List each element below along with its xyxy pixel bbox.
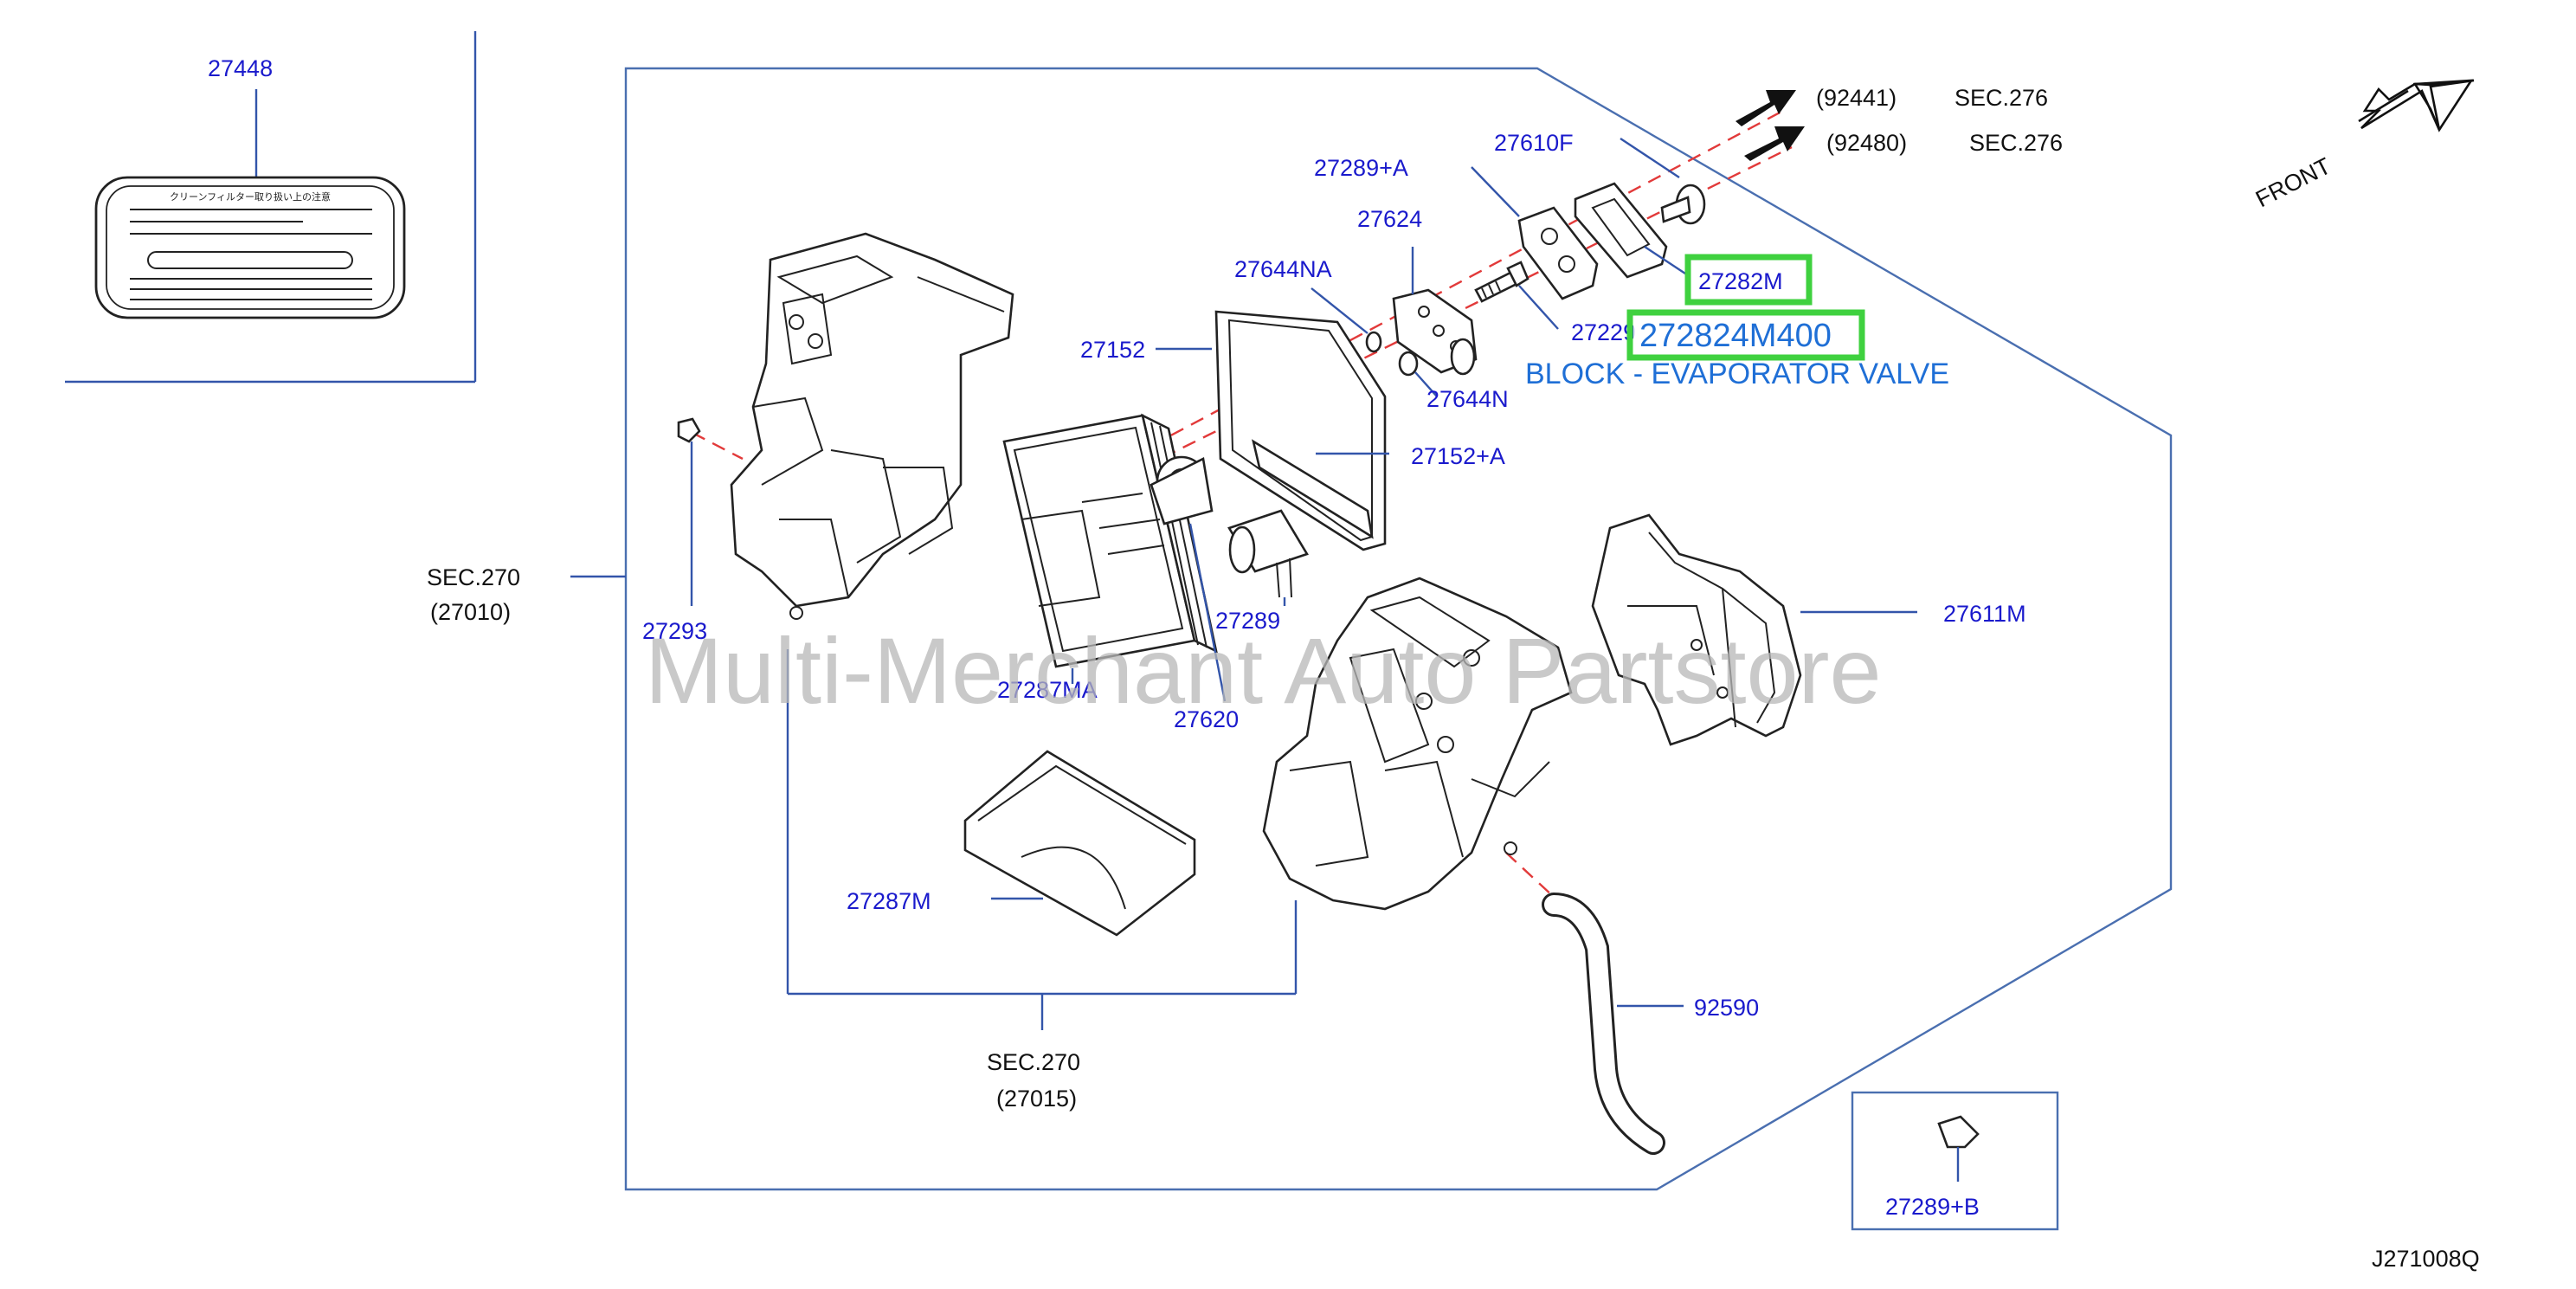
highlight-box-272824m400 bbox=[1626, 309, 1865, 361]
assembly-frame bbox=[624, 67, 2173, 1191]
label-27448[interactable]: 27448 bbox=[208, 55, 273, 81]
label-2722x[interactable]: 27229 bbox=[1571, 319, 1636, 345]
valve-bolt bbox=[1474, 261, 1559, 330]
seal-27282m bbox=[1574, 137, 1689, 279]
clip-27293 bbox=[677, 417, 701, 606]
label-sec270-a-ref: (27010) bbox=[430, 599, 511, 625]
watermark: Multi-Merchant Auto Partstore bbox=[645, 618, 1882, 723]
label-27152[interactable]: 27152 bbox=[1080, 337, 1145, 363]
label-27644n[interactable]: 27644N bbox=[1426, 386, 1509, 412]
label-92590[interactable]: 92590 bbox=[1694, 995, 1759, 1021]
label-27644na[interactable]: 27644NA bbox=[1234, 256, 1332, 282]
center-blower-housing bbox=[1262, 577, 1573, 911]
o-ring-27644n bbox=[1398, 351, 1419, 377]
highlight-description: BLOCK - EVAPORATOR VALVE bbox=[1525, 358, 1949, 390]
diagram-id: J271008Q bbox=[2372, 1246, 2480, 1272]
clip-27289b bbox=[1937, 1115, 1980, 1182]
evaporator-core bbox=[786, 413, 1298, 1030]
label-sec276-b: SEC.276 bbox=[1969, 130, 2063, 156]
label-27282m[interactable]: 27282M bbox=[1698, 268, 1783, 294]
cabin-filter-cartridge bbox=[1227, 509, 1309, 606]
gasket-27610f bbox=[1471, 166, 1599, 300]
highlight-box-27282m bbox=[1684, 254, 1813, 306]
front-arrow-icon bbox=[2358, 79, 2475, 132]
label-27287ma[interactable]: 27287MA bbox=[997, 677, 1098, 703]
pipe-connector bbox=[1150, 455, 1227, 702]
label-sec270-b: SEC.270 bbox=[987, 1049, 1080, 1075]
label-272824m400[interactable]: 272824M400 bbox=[1639, 318, 1832, 354]
label-27152a[interactable]: 27152+A bbox=[1411, 443, 1505, 469]
front-label: FRONT bbox=[2251, 152, 2334, 212]
label-27611m[interactable]: 27611M bbox=[1943, 601, 2026, 627]
label-27610f[interactable]: 27610F bbox=[1494, 130, 1574, 156]
label-sec270-b-ref: (27015) bbox=[996, 1086, 1077, 1112]
o-ring-27644na bbox=[1365, 331, 1382, 353]
pipe-direction-arrows bbox=[1736, 90, 1805, 161]
label-27289b[interactable]: 27289+B bbox=[1885, 1194, 1980, 1220]
label-27620[interactable]: 27620 bbox=[1174, 706, 1239, 732]
left-heater-housing bbox=[730, 232, 1014, 620]
label-92480: (92480) bbox=[1826, 130, 1907, 156]
label-sec270-a: SEC.270 bbox=[427, 564, 520, 590]
label-92441: (92441) bbox=[1816, 85, 1897, 111]
caution-label-inset: クリーンフィルター取り扱い上の注意 bbox=[65, 31, 477, 383]
label-27289[interactable]: 27289 bbox=[1215, 608, 1280, 634]
label-27293[interactable]: 27293 bbox=[642, 618, 707, 644]
drain-hose-92590 bbox=[1542, 893, 1684, 1155]
filter-frame-27152 bbox=[1156, 310, 1389, 551]
label-sec276-a: SEC.276 bbox=[1955, 85, 2048, 111]
expansion-valve-block bbox=[1392, 247, 1478, 376]
right-housing-27611m bbox=[1591, 513, 1917, 746]
label-27624[interactable]: 27624 bbox=[1357, 206, 1422, 232]
clip-inset-box bbox=[1851, 1091, 2059, 1231]
label-27287m[interactable]: 27287M bbox=[847, 888, 931, 914]
filter-cover-27287m bbox=[963, 750, 1196, 937]
label-27289a[interactable]: 27289+A bbox=[1314, 155, 1408, 181]
caution-label-text: クリーンフィルター取り扱い上の注意 bbox=[170, 190, 331, 203]
